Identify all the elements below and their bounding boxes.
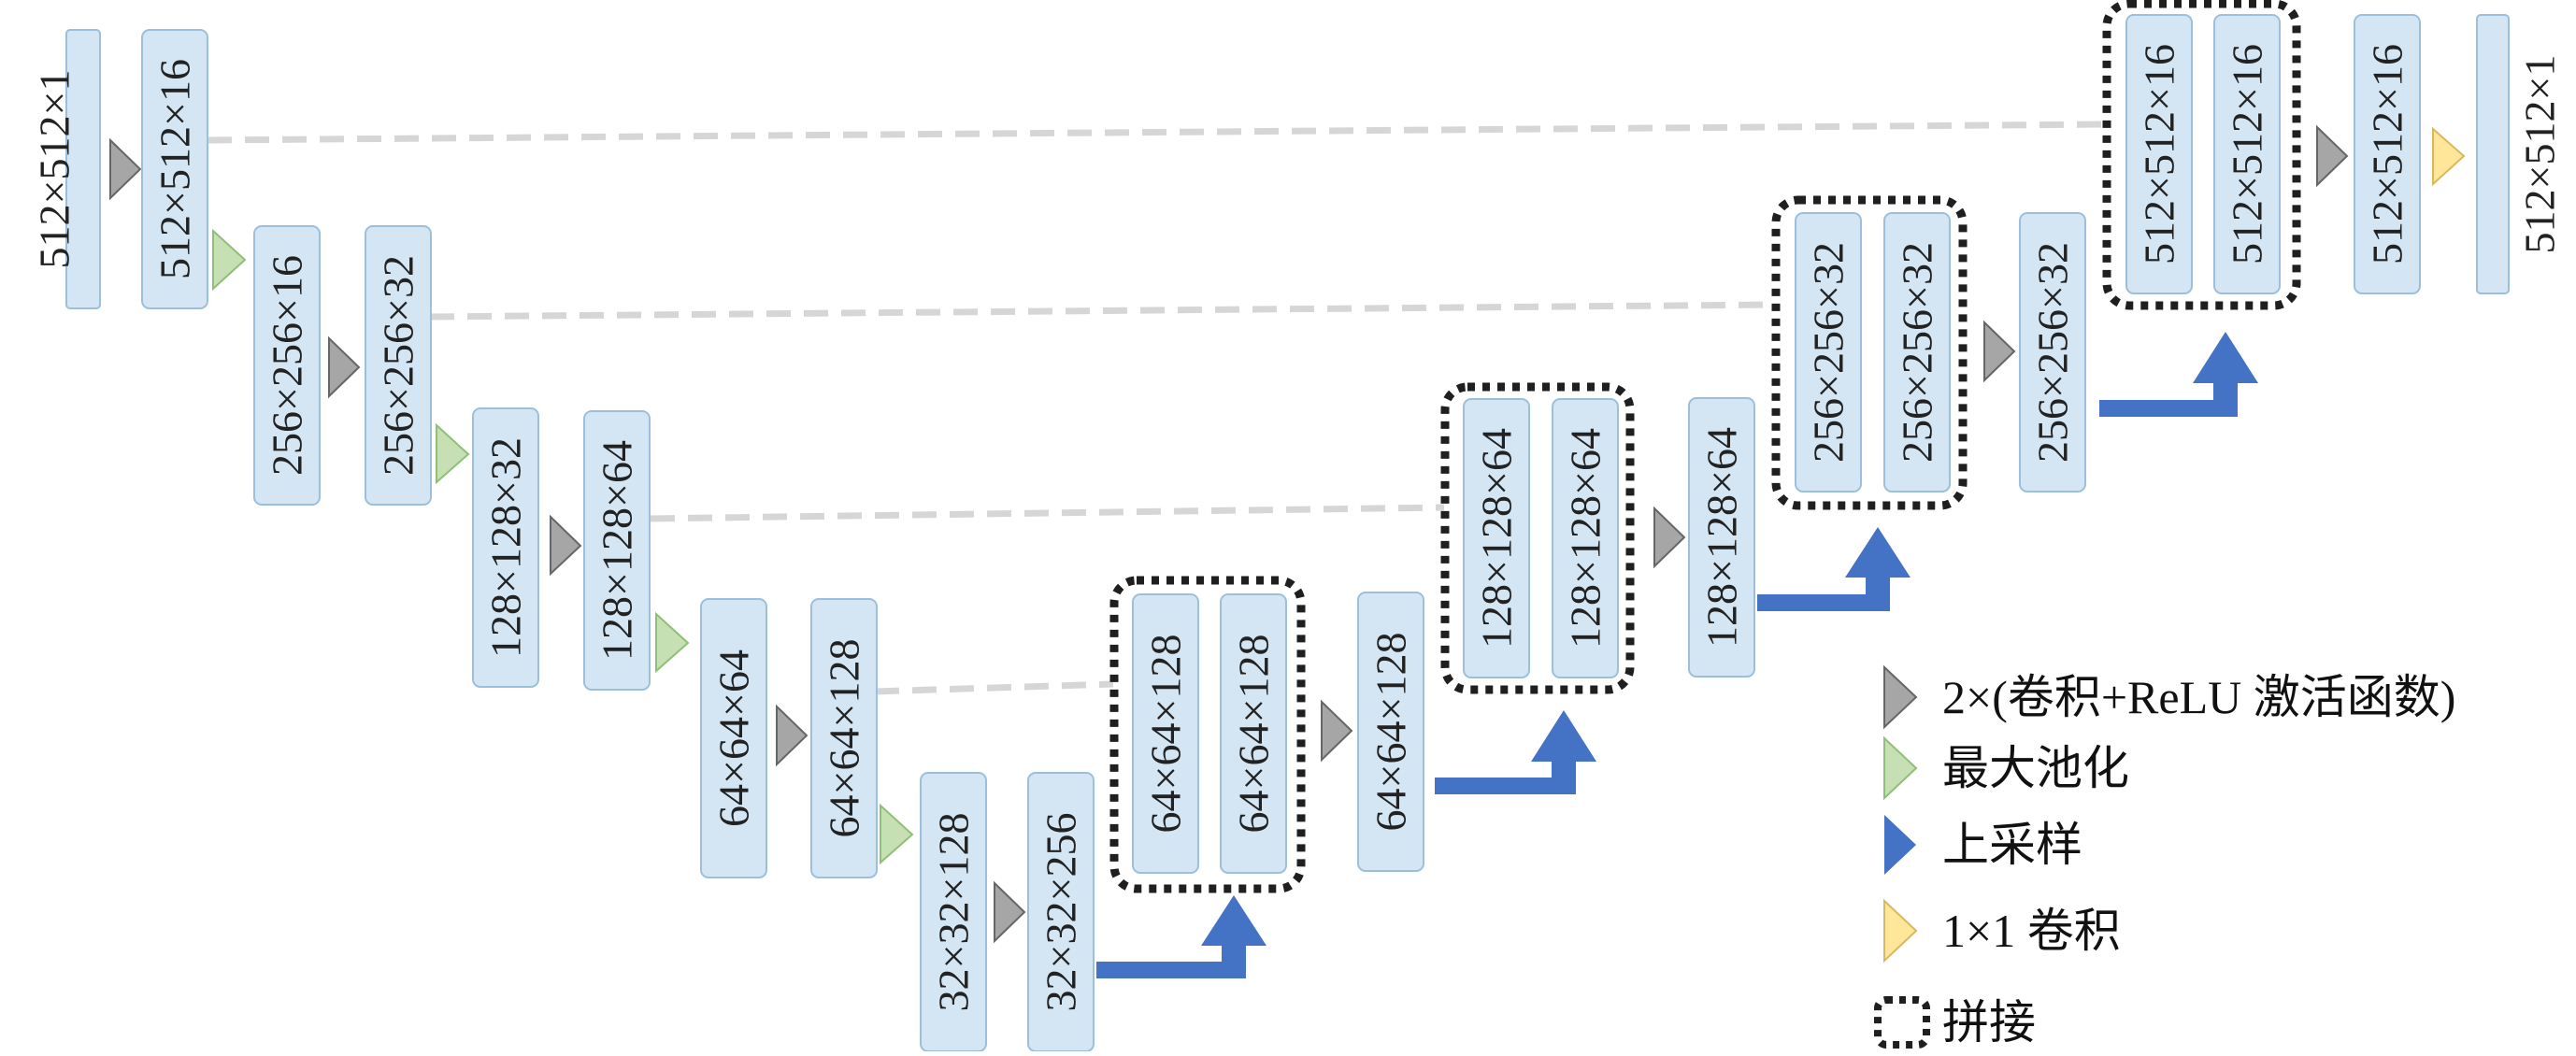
legend-concat-swatch — [1874, 996, 1930, 1049]
block-dec1-label: 64×64×128 — [1367, 633, 1415, 832]
block-concat4a-label: 512×512×16 — [2136, 44, 2183, 264]
block-bottleneck1-label: 32×32×128 — [930, 813, 978, 1012]
skip-line-level-1 — [207, 121, 2106, 144]
conv1x1-marker — [2432, 126, 2466, 187]
block-dec2: 128×128×64 — [1688, 397, 1755, 678]
legend-max-pool-label: 最大池化 — [1942, 742, 2129, 794]
block-bottleneck1: 32×32×128 — [920, 772, 987, 1052]
legend-item-conv1x1: 1×1 卷积 — [1883, 898, 2121, 963]
block-bottleneck2: 32×32×256 — [1027, 772, 1095, 1052]
block-input: 512×512×1 — [31, 29, 101, 309]
legend-upsample-swatch — [1884, 815, 1916, 875]
conv-relu-marker-7 — [1653, 506, 1686, 569]
legend-conv1x1-label: 1×1 卷积 — [1942, 905, 2121, 957]
upsample-arrow-2 — [1435, 710, 1596, 794]
legend-conv-relu-swatch — [1883, 664, 1918, 730]
block-enc1-label: 512×512×16 — [151, 59, 199, 279]
block-dec2-label: 128×128×64 — [1698, 427, 1746, 648]
legend-max-pool-swatch — [1883, 735, 1918, 801]
block-concat1a-label: 64×64×128 — [1142, 635, 1190, 834]
concat-frame-1 — [1109, 576, 1306, 893]
concat-frames — [1109, 0, 2301, 893]
block-dec4-label: 512×512×16 — [2364, 44, 2411, 264]
block-concat2a: 128×128×64 — [1463, 398, 1530, 678]
block-dec3: 256×256×32 — [2019, 212, 2086, 492]
legend-item-upsample: 上采样 — [1884, 815, 2082, 875]
upsample-arrow-3 — [1757, 527, 1911, 611]
block-concat4a: 512×512×16 — [2125, 14, 2193, 294]
block-enc4a: 64×64×64 — [700, 598, 767, 878]
block-enc1: 512×512×16 — [141, 29, 208, 309]
legend: 2×(卷积+ReLU 激活函数) 最大池化 上采样 1×1 卷积 拼接 — [1874, 664, 2455, 1049]
block-enc4b-label: 64×64×128 — [821, 639, 868, 838]
legend-upsample-label: 上采样 — [1942, 819, 2082, 871]
skip-connections — [207, 121, 2106, 695]
conv-relu-marker-8 — [1983, 320, 2016, 383]
block-enc4b: 64×64×128 — [810, 598, 878, 878]
conv-relu-marker-5 — [994, 880, 1026, 944]
max-pool-marker-2 — [436, 422, 470, 485]
feature-blocks: 512×512×1 512×512×16 256×256×16 256×256×… — [31, 14, 2564, 1052]
block-enc3a: 128×128×32 — [472, 407, 539, 688]
legend-item-conv-relu: 2×(卷积+ReLU 激活函数) — [1883, 664, 2455, 730]
skip-line-level-2 — [429, 301, 1775, 321]
block-concat4b: 512×512×16 — [2213, 14, 2281, 294]
block-enc2b: 256×256×32 — [365, 225, 432, 506]
block-input-label: 512×512×1 — [31, 70, 79, 269]
conv-relu-marker-3 — [550, 514, 582, 577]
block-dec1: 64×64×128 — [1357, 592, 1424, 872]
concat-frame-4 — [2102, 0, 2301, 310]
upsample-arrow-4 — [2099, 332, 2258, 417]
block-dec3-label: 256×256×32 — [2029, 242, 2077, 463]
block-concat3b-label: 256×256×32 — [1894, 242, 1941, 463]
block-enc3b-label: 128×128×64 — [594, 440, 641, 661]
concat-frame-3 — [1771, 195, 1968, 510]
block-output-label: 512×512×1 — [2516, 55, 2564, 254]
conv-relu-marker-2 — [328, 335, 361, 399]
block-output: 512×512×1 — [2476, 14, 2564, 294]
skip-line-level-4 — [874, 680, 1114, 695]
block-enc2a-label: 256×256×16 — [264, 255, 311, 476]
operation-markers — [109, 124, 2466, 944]
concat-frame-2 — [1440, 382, 1635, 694]
max-pool-marker-1 — [212, 228, 247, 292]
max-pool-marker-3 — [655, 611, 690, 674]
block-enc3a-label: 128×128×32 — [482, 437, 530, 658]
block-enc2a: 256×256×16 — [253, 225, 321, 506]
conv-relu-marker-1 — [109, 137, 142, 201]
block-bottleneck2-label: 32×32×256 — [1038, 813, 1085, 1012]
legend-conv-relu-label: 2×(卷积+ReLU 激活函数) — [1942, 671, 2455, 723]
max-pool-marker-4 — [880, 803, 914, 865]
legend-conv1x1-swatch — [1883, 898, 1918, 963]
block-concat1a: 64×64×128 — [1132, 593, 1199, 874]
block-enc3b: 128×128×64 — [583, 410, 651, 691]
legend-item-concat: 拼接 — [1874, 996, 2036, 1049]
legend-concat-label: 拼接 — [1942, 996, 2036, 1049]
block-enc4a-label: 64×64×64 — [710, 649, 758, 827]
conv-relu-marker-9 — [2316, 124, 2349, 188]
legend-item-max-pool: 最大池化 — [1883, 735, 2129, 801]
block-concat2b: 128×128×64 — [1552, 398, 1619, 678]
upsample-arrow-1 — [1096, 895, 1267, 978]
conv-relu-marker-6 — [1321, 699, 1353, 763]
block-concat3a-label: 256×256×32 — [1805, 242, 1853, 463]
block-concat4b-label: 512×512×16 — [2224, 44, 2271, 264]
upsample-arrows — [1096, 332, 2258, 978]
skip-line-level-3 — [650, 504, 1445, 522]
block-concat3a: 256×256×32 — [1795, 212, 1862, 492]
conv-relu-marker-4 — [776, 704, 809, 767]
block-concat3b: 256×256×32 — [1883, 212, 1951, 492]
block-concat2b-label: 128×128×64 — [1562, 428, 1610, 649]
block-enc2b-label: 256×256×32 — [375, 255, 422, 476]
block-concat1b: 64×64×128 — [1220, 593, 1287, 874]
block-concat2a-label: 128×128×64 — [1473, 428, 1521, 649]
block-concat1b-label: 64×64×128 — [1230, 635, 1278, 834]
block-dec4: 512×512×16 — [2354, 14, 2421, 294]
